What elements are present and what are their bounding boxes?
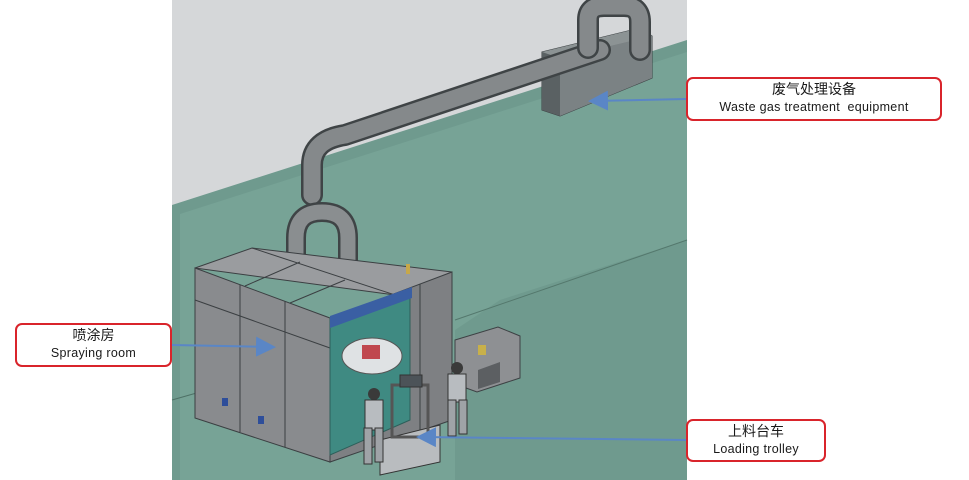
callout-spraying-room: 喷涂房 Spraying room [15, 323, 172, 367]
callout-label-zh: 喷涂房 [72, 328, 115, 344]
booth-marker [222, 398, 228, 406]
booth-door [329, 287, 412, 456]
exhaust-duct [286, 0, 651, 278]
arrow-loading-trolley [416, 427, 687, 448]
callout-label-en: Spraying room [50, 346, 137, 360]
callout-label-zh: 废气处理设备 [772, 82, 856, 98]
callout-loading-trolley: 上料台车 Loading trolley [686, 419, 826, 462]
warning-light [406, 264, 410, 274]
floor-grid-line [454, 239, 688, 321]
callout-label-en: Waste gas treatment equipment [719, 100, 909, 114]
booth-marker [258, 416, 264, 424]
callout-label-en: Loading trolley [713, 442, 799, 456]
arrow-spraying-room [171, 336, 276, 357]
worker-figure [363, 388, 384, 465]
arrow-waste-gas [588, 90, 687, 111]
callout-waste-gas-equipment: 废气处理设备 Waste gas treatment equipment [686, 77, 942, 121]
worker-figure [447, 362, 468, 437]
callout-label-zh: 上料台车 [728, 424, 784, 440]
